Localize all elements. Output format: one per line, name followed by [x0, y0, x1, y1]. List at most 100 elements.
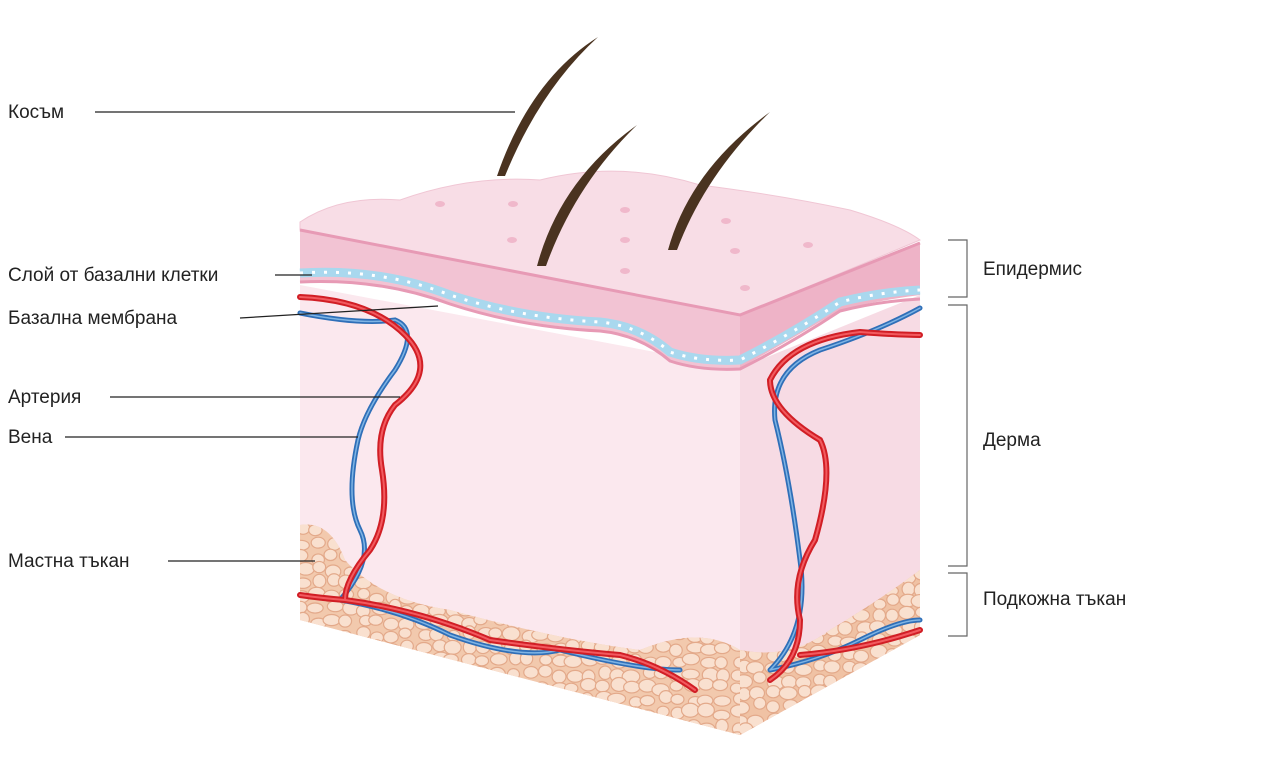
hairs: [497, 37, 770, 266]
fat-cell: [884, 648, 900, 663]
fat-cell: [765, 685, 781, 699]
fat-cell: [826, 688, 841, 702]
fat-cell: [300, 652, 309, 665]
fat-cell: [382, 617, 400, 631]
fat-cell: [539, 654, 553, 666]
fat-cell: [321, 629, 340, 643]
fat-cell: [368, 708, 387, 722]
fat-cell: [352, 719, 370, 733]
fat-cell: [852, 671, 868, 687]
fat-cell: [488, 731, 503, 735]
fat-cell: [353, 655, 368, 670]
fat-cell: [696, 702, 715, 718]
fat-cell: [300, 630, 309, 642]
fat-cell: [341, 732, 357, 735]
fat-cell: [440, 695, 460, 708]
fat-cell: [370, 691, 389, 707]
fat-cell: [354, 683, 369, 696]
fat-cell: [488, 627, 503, 640]
fat-cell: [338, 614, 353, 628]
fat-cell: [916, 656, 920, 672]
label-fat-tissue: Мастна тъкан: [8, 551, 130, 572]
fat-cell: [594, 679, 610, 693]
fat-cell: [431, 719, 448, 734]
fat-cell: [386, 690, 403, 704]
pores: [435, 201, 813, 291]
fat-cell: [729, 704, 740, 718]
fat-cell: [797, 684, 812, 698]
fat-cell: [368, 681, 384, 697]
fat-cell: [713, 731, 729, 735]
fat-cell: [506, 668, 521, 681]
fat-cell: [808, 716, 822, 728]
fat-cell: [579, 677, 597, 692]
fat-cell: [884, 699, 902, 713]
leader-lines: [65, 111, 515, 562]
fat-cell: [730, 669, 740, 682]
fat-cell: [396, 678, 415, 693]
fat-cell: [592, 703, 612, 717]
fat-cell: [852, 711, 871, 725]
fat-cell: [638, 729, 658, 735]
fat-cell: [551, 669, 567, 684]
fat-cell: [868, 672, 886, 684]
fat-cell: [488, 691, 503, 703]
fat-cell: [307, 655, 325, 672]
fat-cell: [823, 674, 838, 689]
fat-cell: [492, 681, 510, 697]
fat-cell: [918, 685, 920, 697]
fat-cell: [626, 736, 643, 747]
fat-cell: [417, 733, 433, 735]
fat-cell: [565, 706, 580, 721]
fat-cell: [312, 630, 327, 644]
fat-cell: [461, 668, 479, 680]
fat-cell: [611, 733, 625, 735]
fat-cell: [458, 681, 474, 695]
fat-cell: [521, 722, 536, 735]
fat-cell: [697, 677, 714, 691]
fat-cell: [386, 716, 401, 731]
fat-cell: [432, 678, 450, 691]
fat-cell: [430, 668, 446, 683]
fat-cell: [685, 719, 702, 734]
fat-cell: [446, 681, 463, 696]
fat-cell: [779, 723, 794, 735]
fat-cell: [886, 593, 900, 606]
fat-cell: [552, 708, 570, 721]
fat-cell: [810, 727, 824, 735]
fat-cell: [796, 712, 812, 725]
fat-cell: [385, 668, 401, 682]
fat-cell: [300, 611, 311, 627]
fat-cell: [869, 696, 884, 711]
fat-cell: [548, 718, 565, 733]
fat-cell: [795, 700, 811, 716]
label-hair: Косъм: [8, 102, 65, 123]
fat-cell: [670, 693, 685, 705]
fat-cell: [371, 656, 386, 671]
fat-cell: [355, 694, 374, 710]
fat-cell: [776, 715, 795, 729]
fat-cell: [501, 626, 521, 642]
fat-cell: [300, 600, 308, 614]
fat-cell: [549, 730, 569, 735]
fat-cell: [546, 693, 564, 707]
fat-cell: [337, 629, 353, 645]
fat-cell: [384, 704, 402, 717]
fat-cell: [598, 665, 613, 681]
fat-cell: [778, 686, 798, 701]
fat-cell: [914, 606, 920, 618]
fat-cell: [300, 548, 309, 563]
fat-cell: [300, 644, 313, 656]
fat-cell: [563, 654, 583, 669]
fat-cell: [370, 722, 390, 735]
fat-cell: [683, 729, 700, 735]
fat-cell: [397, 664, 416, 679]
fat-cell: [913, 646, 920, 662]
fat-cell: [809, 684, 829, 700]
fat-cell: [896, 710, 915, 725]
basement-membrane: [299, 279, 921, 371]
fat-cell: [623, 680, 641, 694]
fat-cell: [503, 719, 520, 734]
label-vein: Вена: [8, 427, 53, 448]
fat-cell: [671, 719, 690, 732]
